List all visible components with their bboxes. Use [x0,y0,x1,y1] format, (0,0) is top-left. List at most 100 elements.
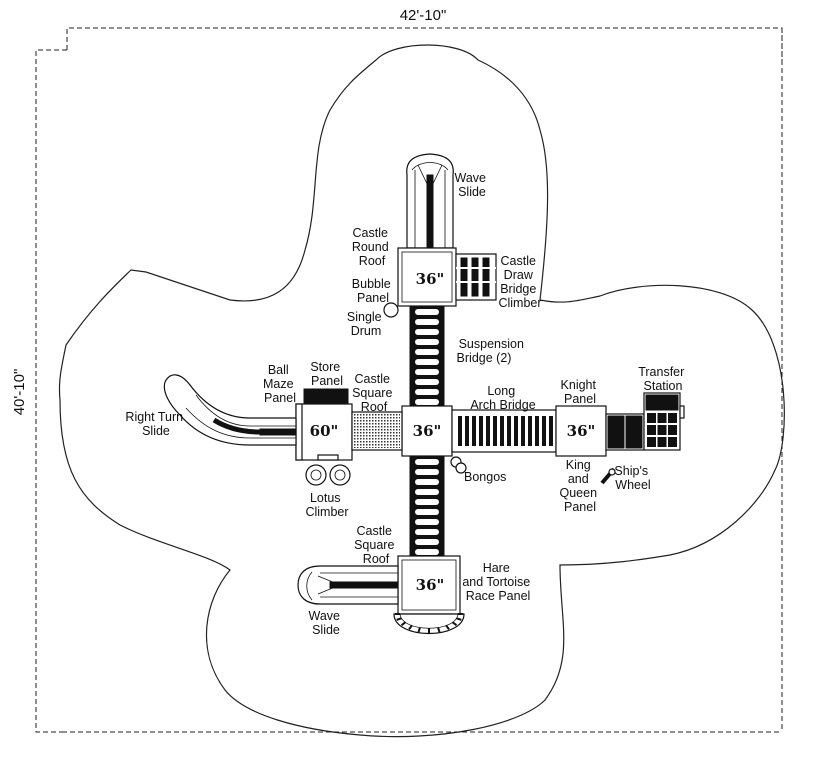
label-ships-wheel: Ship's Wheel [614,464,651,492]
bridge-plank [415,519,439,525]
deck-top-height: 36" [416,270,445,288]
store-panel [303,388,349,405]
deck-right [555,405,607,457]
deck-bottom-height: 36" [416,576,445,594]
deck-right-height: 36" [567,422,596,440]
bongos [450,456,467,474]
castle-square-roof-connector [351,411,403,451]
arch-bridge-slat [521,416,525,446]
bridge-plank [415,389,439,395]
race-panel-tick [396,617,402,621]
bridge-plank [415,509,439,515]
label-bongos: Bongos [464,470,506,484]
transfer-step [657,413,667,423]
bridge-plank [415,329,439,335]
long-arch-bridge [451,409,557,453]
label-wave-slide-top: Wave Slide [455,171,490,199]
race-panel-tick [437,627,441,633]
transfer-step [668,413,677,423]
arch-bridge-slat [493,416,497,446]
arch-bridge-slat [458,416,462,446]
arch-bridge-slat [507,416,511,446]
transfer-step [668,437,677,447]
bridge-plank [415,379,439,385]
label-single-drum: Single Drum [347,310,385,338]
race-panel-tick [445,624,450,630]
arch-bridge-slat [479,416,483,446]
label-hare-tortoise-race-panel: Hare and Tortoise Race Panel [462,561,533,603]
label-lotus-climber: Lotus Climber [305,491,348,519]
arch-bridge-slat [528,416,532,446]
deck-center-height: 36" [413,422,442,440]
transfer-step [647,437,656,447]
transfer-step [668,425,677,435]
label-transfer-station: Transfer Station [638,365,688,393]
label-long-arch-bridge: Long Arch Bridge [470,384,535,412]
transfer-step [657,425,667,435]
label-ball-maze-panel: Ball Maze Panel [263,363,297,405]
single-drum [383,302,399,318]
bridge-plank [415,349,439,355]
bridge-plank [415,309,439,315]
ships-wheel [600,467,616,485]
bridge-plank [415,489,439,495]
wave-slide-bottom [297,565,399,605]
width-dimension-line [66,27,783,60]
race-panel-tick [408,624,413,630]
deck-left-height: 60" [310,422,339,440]
wave-slide-top [406,153,454,249]
ball-maze-panel [295,403,303,461]
transfer-step [657,437,667,447]
height-dimension-line [35,49,67,733]
arch-bridge-slat [542,416,546,446]
label-castle-square-roof-bottom: Castle Square Roof [354,524,398,566]
arch-bridge-slat [486,416,490,446]
label-store-panel: Store Panel [310,360,343,388]
label-castle-round-roof: Castle Round Roof [352,226,392,268]
transfer-step [647,413,656,423]
race-panel-tick [417,627,421,633]
race-panel-tick [456,617,462,621]
label-king-queen-panel: King and Queen Panel [559,458,600,514]
label-castle-draw-bridge-climber: Castle Draw Bridge Climber [498,254,541,310]
label-suspension-bridge: Suspension Bridge (2) [457,337,528,365]
use-zone-outline [58,44,785,738]
bridge-plank [415,479,439,485]
bridge-plank [415,459,439,465]
right-turn-slide [163,374,297,446]
bridge-plank [415,399,439,405]
height-dimension: 40'-10" [11,369,28,416]
deck-center [401,405,453,457]
arch-bridge-slat [472,416,476,446]
lotus-climber [305,454,351,486]
deck-bottom [397,555,461,615]
bridge-plank [415,499,439,505]
width-dimension: 42'-10" [400,7,447,24]
race-panel-tick [400,621,407,626]
label-castle-square-roof-left: Castle Square Roof [352,372,396,414]
transfer-step [647,425,656,435]
label-wave-slide-bottom: Wave Slide [309,609,344,637]
suspension-bridge-bottom [409,455,445,557]
arch-bridge-slat [500,416,504,446]
castle-draw-bridge-climber [455,253,497,301]
bridge-plank [415,369,439,375]
transfer-station [605,392,685,451]
bridge-plank [415,359,439,365]
suspension-bridge-top [409,305,445,407]
arch-bridge-slat [465,416,469,446]
bridge-plank [415,319,439,325]
arch-bridge-slat [535,416,539,446]
label-knight-panel: Knight Panel [561,378,600,406]
label-bubble-panel: Bubble Panel [352,277,394,305]
hare-tortoise-race-panel [393,613,465,635]
race-panel-tick [451,621,458,626]
bridge-plank [415,469,439,475]
bridge-plank [415,539,439,545]
arch-bridge-slat [514,416,518,446]
bridge-plank [415,549,439,555]
label-right-turn-slide: Right Turn Slide [125,410,186,438]
arch-bridge-slat [549,416,553,446]
